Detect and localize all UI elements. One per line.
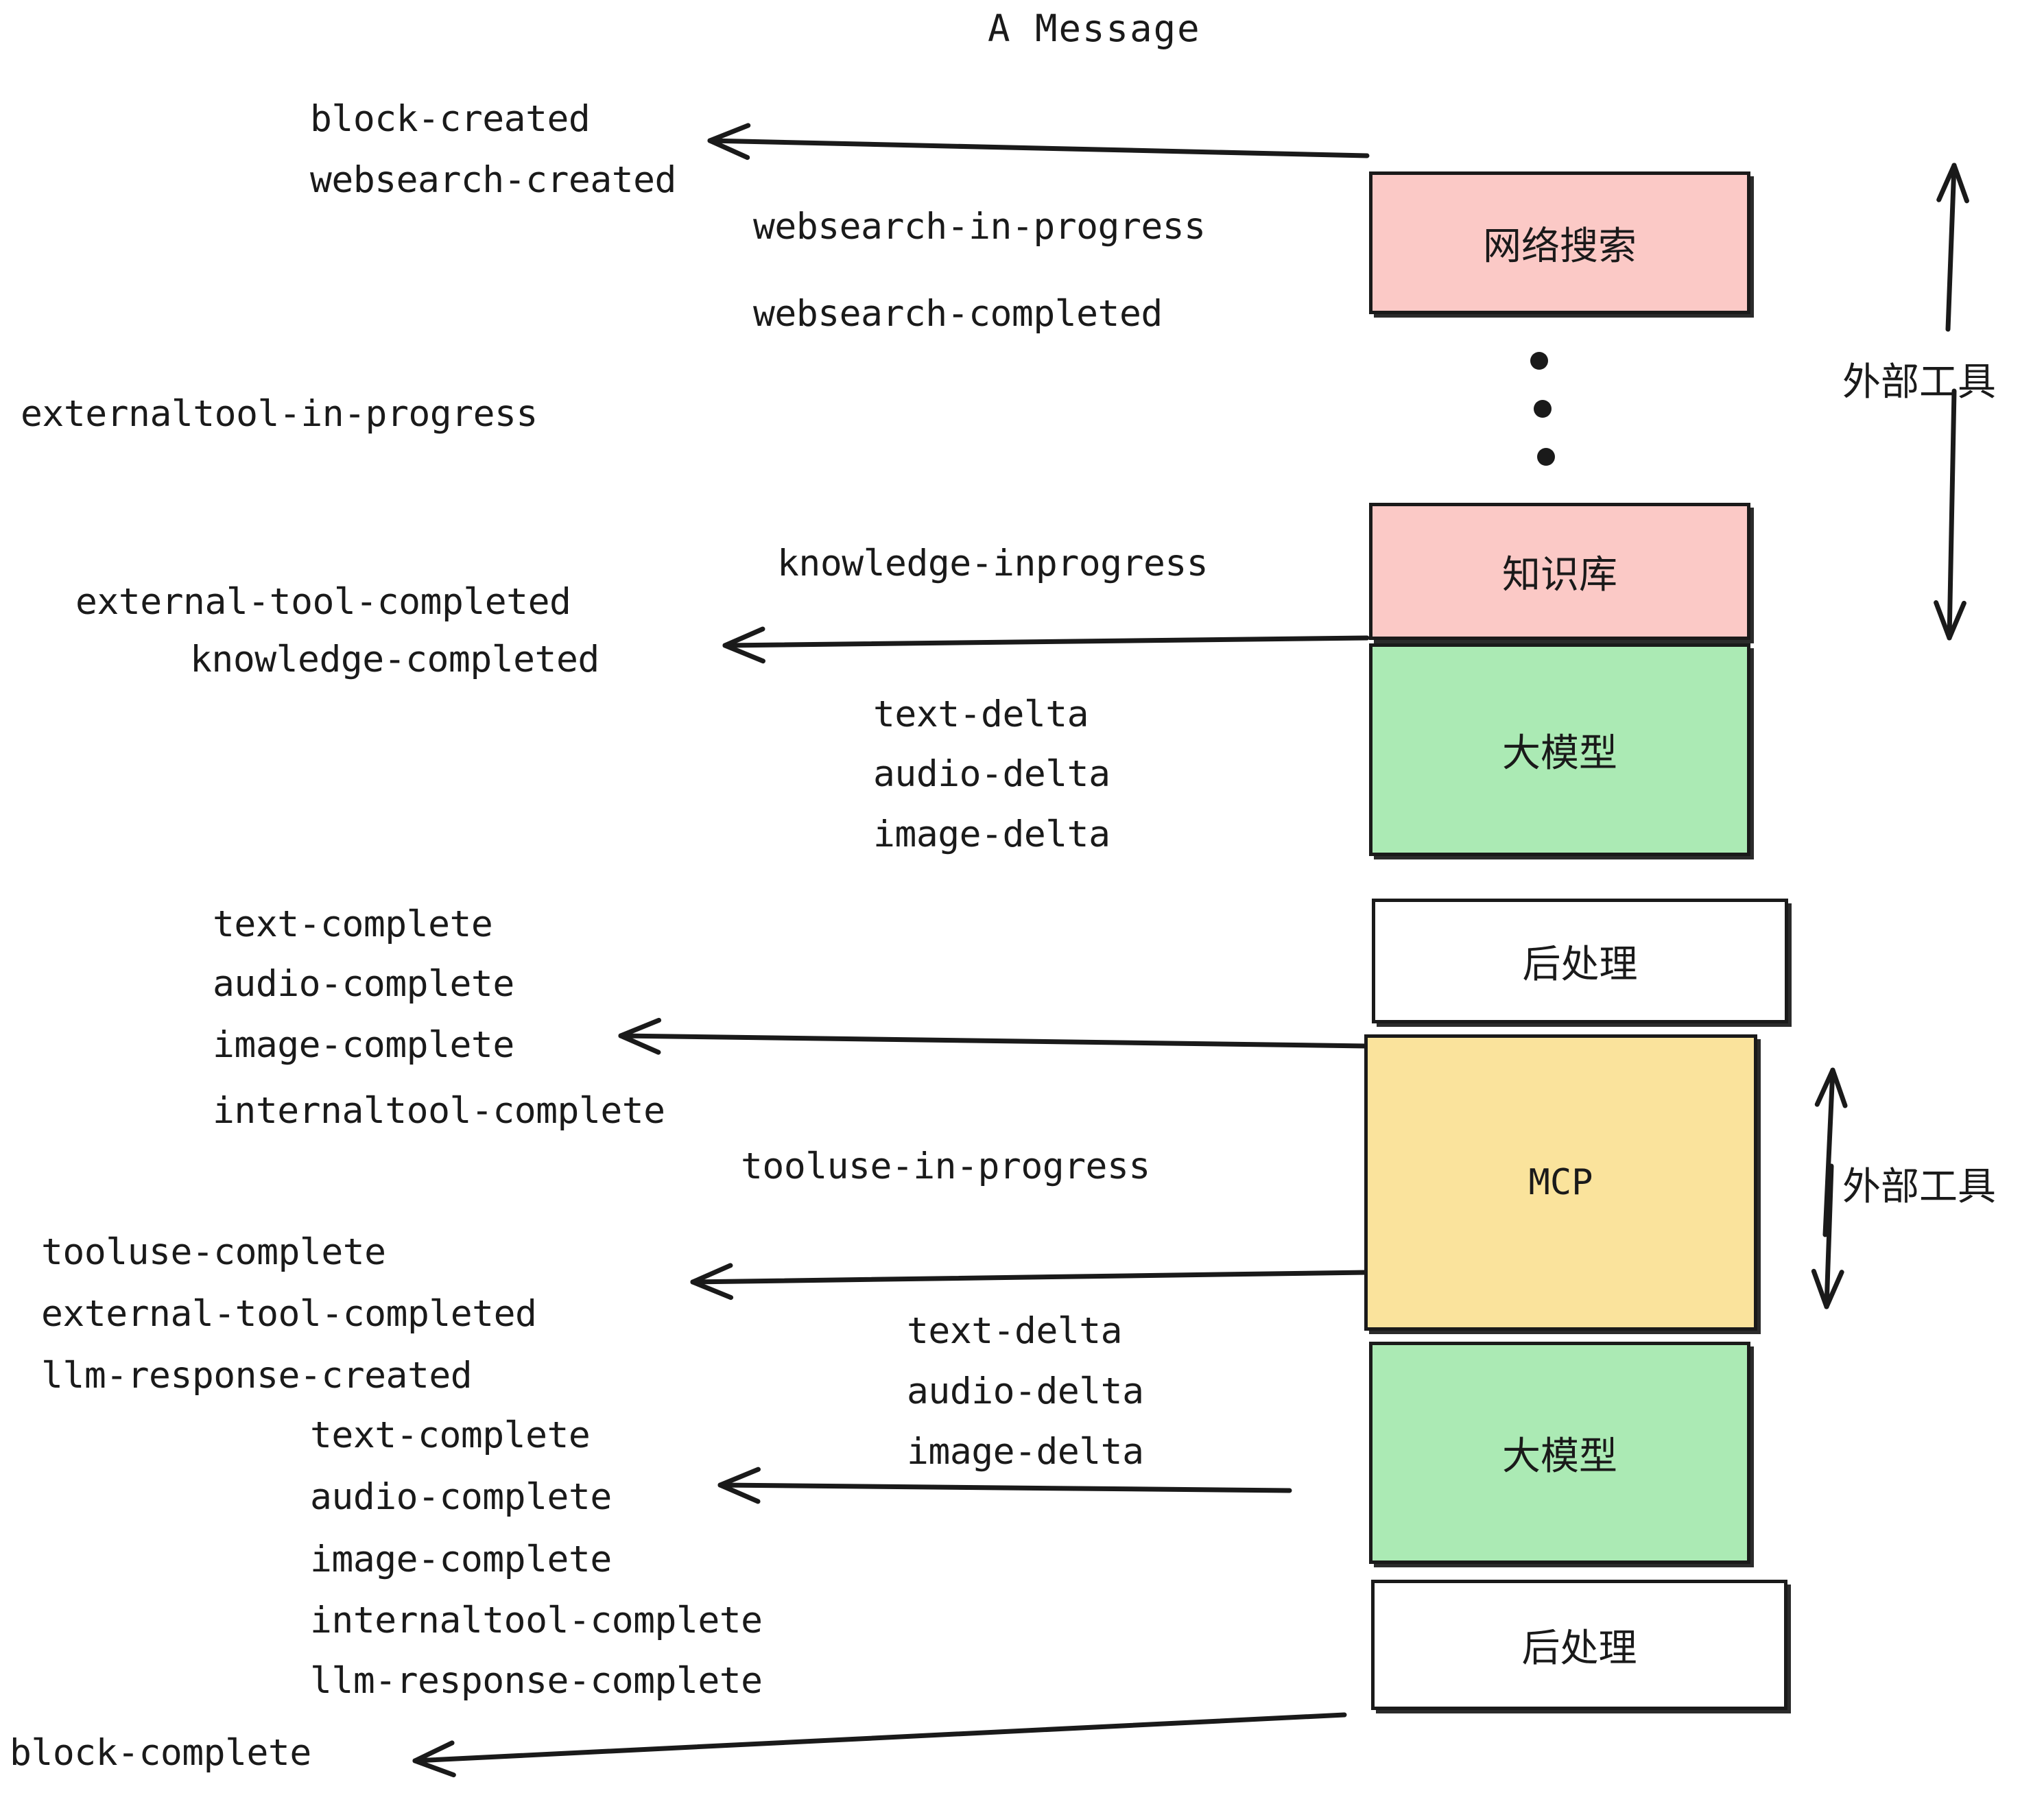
postprocess2-to-block-arrow (412, 1712, 1347, 1764)
arrow-head-stroke (1947, 600, 1966, 641)
arrow-head-stroke (722, 626, 765, 648)
external-tool-down-arrow-top (1947, 388, 1957, 641)
arrow-head-stroke (1936, 163, 1957, 202)
arrow-head-stroke (1814, 1067, 1835, 1107)
group-label-external-tool: 外部工具 (1842, 360, 1996, 405)
event-label: text-delta (907, 1310, 1123, 1352)
event-label: external-tool-completed (75, 581, 571, 623)
arrow-head-stroke (412, 1740, 455, 1764)
node-box-0: 网络搜索 (1369, 171, 1750, 314)
node-label: 后处理 (1521, 1626, 1637, 1671)
event-label: knowledge-inprogress (777, 543, 1209, 584)
node-box-6: 后处理 (1371, 1580, 1787, 1710)
event-label: audio-complete (310, 1476, 612, 1518)
ellipsis-dot-0 (1530, 352, 1548, 370)
arrow-head-stroke (618, 1017, 662, 1039)
diagram-title: A Message (988, 7, 1201, 50)
node-label: 大模型 (1502, 1434, 1617, 1479)
external-tool-down-arrow-top-head (1934, 600, 1966, 641)
arrow-head-stroke (717, 1482, 761, 1504)
websearch-to-events-arrow (707, 138, 1370, 158)
node-box-4: MCP (1364, 1034, 1757, 1331)
event-label: internaltool-complete (213, 1090, 665, 1132)
arrow-head-stroke (722, 643, 766, 664)
external-tool-up-arrow-top (1945, 163, 1957, 332)
node-label: MCP (1528, 1162, 1593, 1203)
event-label: block-created (310, 98, 591, 140)
event-label: websearch-in-progress (753, 206, 1206, 248)
arrow-head-stroke (1951, 163, 1969, 204)
node-box-5: 大模型 (1369, 1342, 1750, 1564)
llm-to-knowledge-events-arrow-head (722, 626, 766, 664)
event-label: audio-delta (873, 753, 1110, 795)
event-label: audio-complete (213, 963, 514, 1005)
arrow-head-stroke (412, 1758, 456, 1778)
arrow-head-stroke (690, 1263, 733, 1285)
mcp-to-events-arrow-head (690, 1263, 734, 1301)
external-tool-down-arrow-bottom (1824, 1163, 1834, 1309)
arrow-head-stroke (707, 138, 750, 161)
event-label: knowledge-completed (190, 639, 599, 680)
node-box-2: 大模型 (1369, 643, 1750, 856)
llm2-to-events-arrow (717, 1482, 1292, 1493)
event-label: tooluse-in-progress (741, 1146, 1150, 1187)
event-label: tooluse-complete (41, 1231, 386, 1273)
ellipsis-dot-2 (1537, 448, 1555, 466)
event-label: websearch-created (310, 159, 676, 201)
arrow-head-stroke (707, 123, 751, 143)
arrow-head-stroke (1830, 1067, 1848, 1108)
external-tool-down-arrow-bottom-head (1811, 1268, 1844, 1309)
node-label: 大模型 (1502, 731, 1617, 776)
group-label-external-tool: 外部工具 (1842, 1165, 1996, 1209)
arrow-head-stroke (717, 1467, 761, 1488)
event-label: image-delta (873, 814, 1110, 855)
event-label: image-complete (213, 1024, 514, 1066)
event-label: audio-delta (907, 1370, 1144, 1412)
arrow-head-stroke (1824, 1270, 1844, 1309)
postprocess2-to-block-arrow-head (412, 1740, 456, 1778)
postprocess-to-events-arrow (618, 1033, 1370, 1049)
event-label: text-complete (310, 1414, 591, 1456)
event-label: llm-response-complete (310, 1660, 763, 1702)
event-label: image-delta (907, 1431, 1144, 1473)
websearch-to-events-arrow-head (707, 123, 751, 161)
event-label: websearch-completed (753, 293, 1163, 335)
node-box-3: 后处理 (1372, 899, 1788, 1023)
event-label: text-complete (213, 903, 493, 945)
event-label: text-delta (873, 693, 1089, 735)
event-label: image-complete (310, 1539, 612, 1580)
node-label: 知识库 (1502, 552, 1617, 597)
external-tool-up-arrow-bottom-head (1814, 1067, 1848, 1108)
llm-to-knowledge-events-arrow (722, 635, 1370, 648)
arrow-head-stroke (690, 1279, 734, 1301)
external-tool-up-arrow-top-head (1936, 163, 1969, 204)
node-label: 后处理 (1522, 942, 1638, 987)
postprocess-to-events-arrow-head (618, 1017, 662, 1055)
llm2-to-events-arrow-head (717, 1467, 761, 1504)
arrow-head-stroke (1934, 600, 1952, 641)
arrow-head-stroke (1811, 1268, 1829, 1309)
arrow-head-stroke (618, 1033, 661, 1055)
node-box-1: 知识库 (1369, 503, 1750, 640)
external-tool-up-arrow-bottom (1822, 1067, 1835, 1237)
mcp-to-events-arrow (690, 1270, 1370, 1285)
event-label: block-complete (10, 1732, 311, 1774)
node-label: 网络搜索 (1483, 224, 1637, 269)
event-label: external-tool-completed (41, 1293, 537, 1335)
event-label: internaltool-complete (310, 1600, 763, 1641)
event-label: externaltool-in-progress (21, 393, 538, 435)
ellipsis-dot-1 (1534, 400, 1552, 418)
event-label: llm-response-created (41, 1355, 473, 1397)
